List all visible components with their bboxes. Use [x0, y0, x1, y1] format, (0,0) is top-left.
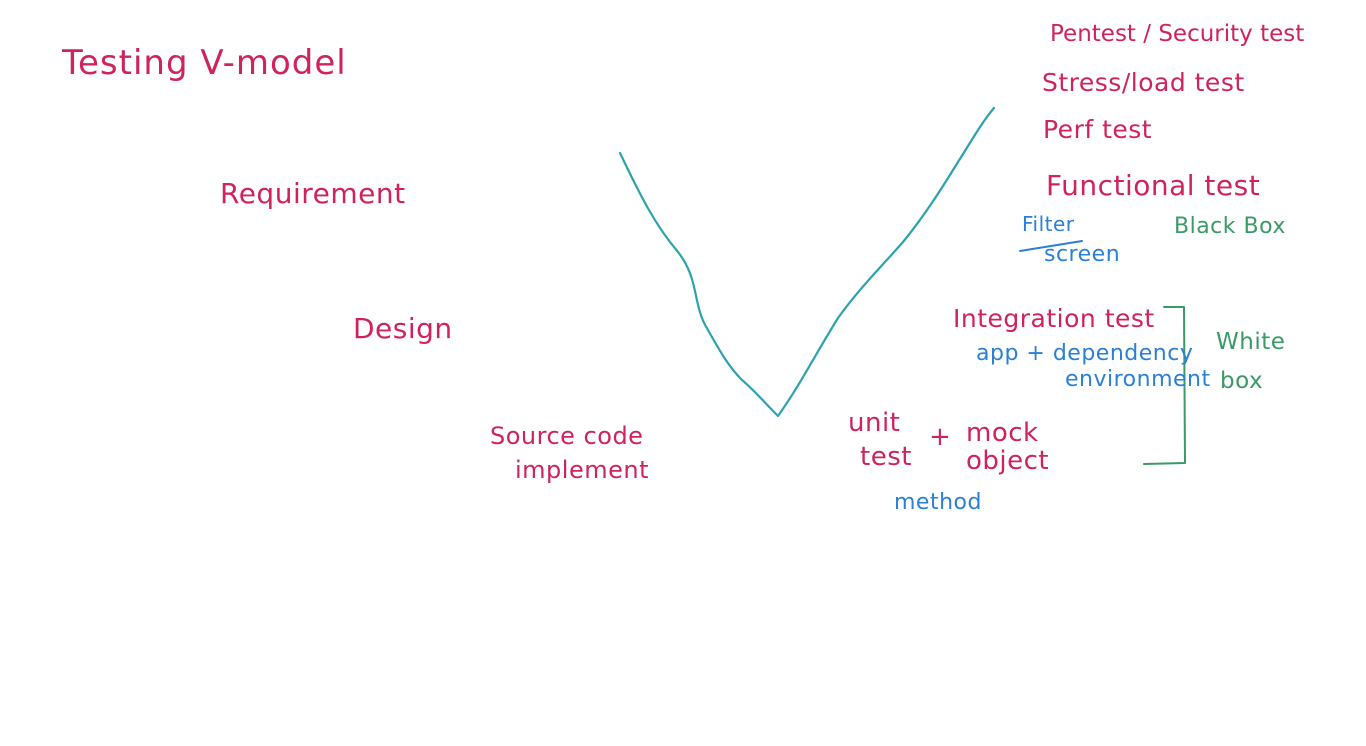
screen-label: screen	[1044, 242, 1121, 267]
white-label: White	[1216, 329, 1286, 355]
filter-label: Filter	[1022, 212, 1075, 236]
method-label: method	[894, 490, 982, 515]
black-box-label: Black Box	[1174, 214, 1286, 239]
diagram-title: Testing V-model	[62, 43, 347, 83]
mock-label: mock	[966, 418, 1039, 448]
source-code-label: Source code	[490, 422, 644, 450]
perf-test-label: Perf test	[1043, 115, 1153, 144]
v-shape-stroke	[618, 106, 996, 418]
pentest-label: Pentest / Security test	[1050, 21, 1305, 47]
implement-label: implement	[515, 456, 649, 484]
functional-test-label: Functional test	[1046, 169, 1261, 202]
box-label: box	[1220, 368, 1264, 394]
unit-label: unit	[848, 408, 901, 438]
filter-underline	[1019, 240, 1083, 252]
object-label: object	[966, 446, 1050, 476]
plus-sign: +	[929, 422, 952, 452]
design-label: Design	[353, 312, 453, 345]
app-dependency-label: app + dependency	[976, 341, 1194, 366]
requirement-label: Requirement	[220, 177, 406, 210]
environment-label: environment	[1065, 367, 1211, 392]
white-box-bracket	[1143, 306, 1186, 465]
integration-test-label: Integration test	[953, 304, 1155, 333]
stress-load-label: Stress/load test	[1042, 68, 1245, 97]
test-label: test	[860, 442, 912, 472]
